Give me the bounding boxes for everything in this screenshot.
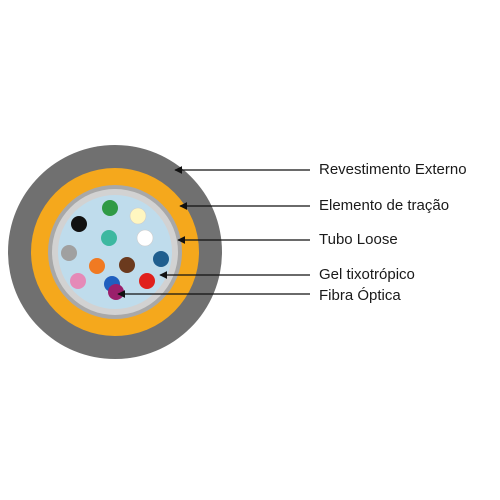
label-loose-tube: Tubo Loose (319, 231, 398, 248)
fiber-grey (61, 245, 77, 261)
label-gel: Gel tixotrópico (319, 266, 415, 283)
fibers (61, 200, 169, 300)
fiber-yellow (129, 207, 147, 225)
fiber-violet (108, 284, 124, 300)
fiber-white (136, 229, 154, 247)
fiber-green (102, 200, 118, 216)
fiber-orange (89, 258, 105, 274)
fiber-pink (70, 273, 86, 289)
fiber-black (71, 216, 87, 232)
fiber-brown (119, 257, 135, 273)
fiber-blue (153, 251, 169, 267)
label-fiber: Fibra Óptica (319, 287, 401, 304)
fiber-teal (101, 230, 117, 246)
leader-lines (117, 166, 310, 298)
label-outer-jacket: Revestimento Externo (319, 161, 467, 178)
cable-layers (8, 145, 222, 359)
label-strength-member: Elemento de tração (319, 197, 449, 214)
fiber-red (139, 273, 155, 289)
labels: Revestimento Externo Elemento de tração … (319, 161, 467, 304)
